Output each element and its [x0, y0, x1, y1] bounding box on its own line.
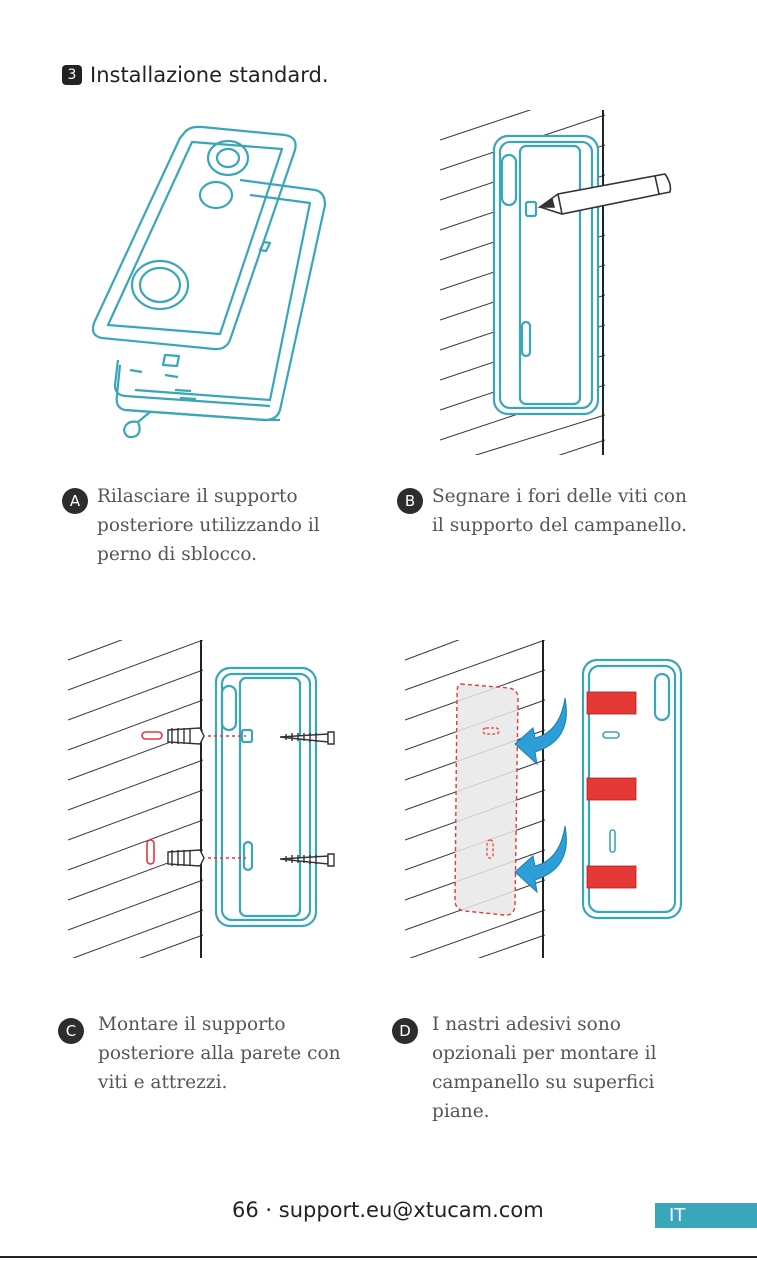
language-tab: IT	[655, 1203, 757, 1228]
step-b-description: Segnare i fori delle viti con il support…	[432, 486, 688, 536]
section-title: Installazione standard.	[90, 63, 329, 87]
illustration-b-mark-holes	[440, 110, 672, 455]
illustration-a-release-bracket	[91, 125, 327, 439]
step-number-badge: 3	[62, 65, 82, 85]
section-header: 3 Installazione standard.	[62, 58, 329, 92]
step-badge-a: A	[62, 488, 88, 514]
illustration-c-mount-screws	[68, 640, 335, 958]
step-badge-c: C	[58, 1018, 84, 1044]
step-a-description: Rilasciare il supporto posteriore utiliz…	[97, 486, 320, 565]
step-badge-d: D	[392, 1018, 418, 1044]
step-d-description: I nastri adesivi sono opzionali per mont…	[432, 1014, 657, 1122]
step-badge-b: B	[397, 488, 423, 514]
step-c-description: Montare il supporto posteriore alla pare…	[98, 1014, 341, 1093]
illustration-d-adhesive-tape	[405, 640, 683, 958]
bottom-divider	[0, 1256, 757, 1258]
footer-page-info: 66 · support.eu@xtucam.com	[232, 1198, 544, 1222]
